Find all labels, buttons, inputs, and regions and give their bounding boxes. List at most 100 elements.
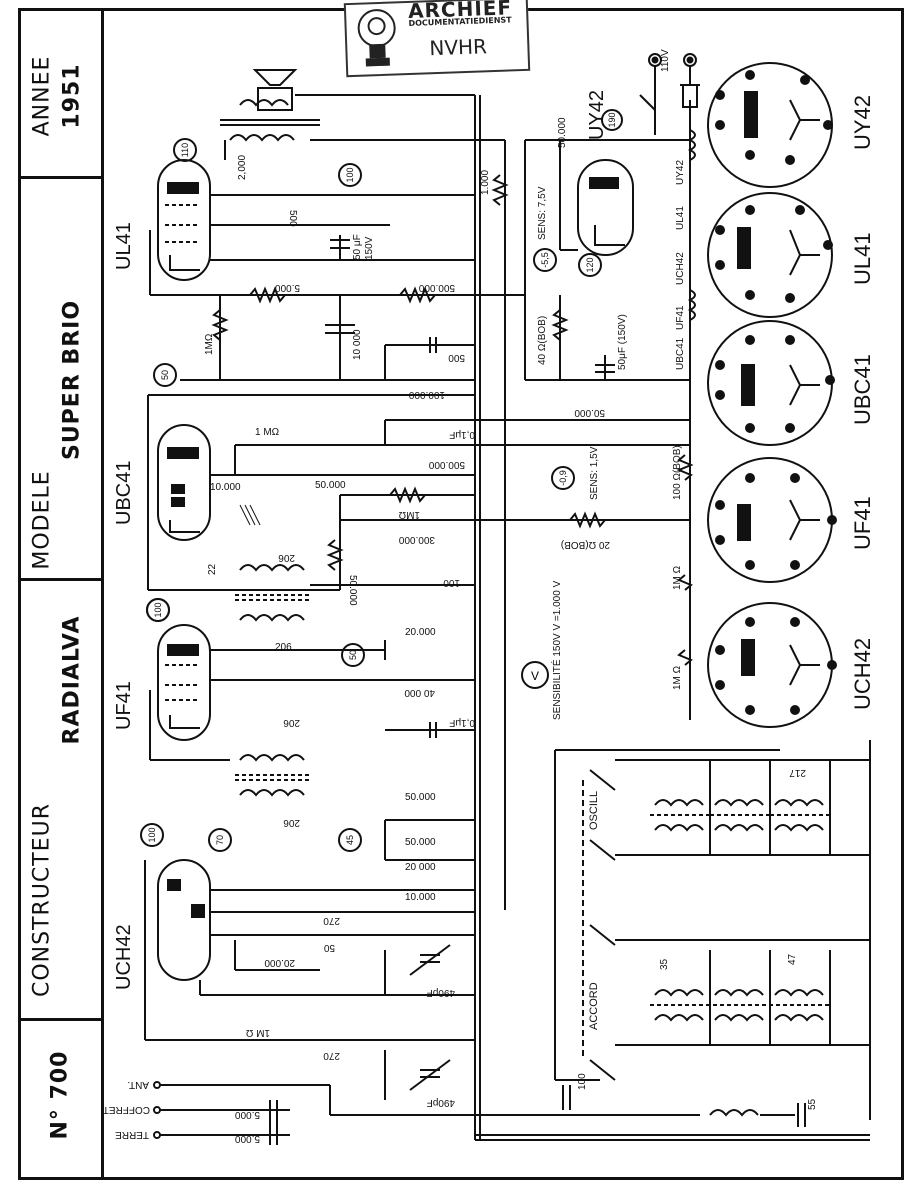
- component-value: 10.000: [405, 892, 436, 903]
- uch42-tube-icon: [157, 859, 211, 981]
- voltage-value: 50: [348, 650, 358, 660]
- sensitivity-note: SENS: 7,5V: [537, 186, 548, 240]
- component-value: 50μF (150V): [617, 314, 628, 370]
- voltage-value: 50: [160, 370, 170, 380]
- component-value: 20 Ω(BOB): [561, 539, 610, 550]
- socket-label: UBC41: [850, 354, 875, 425]
- component-value: 1M Ω: [672, 565, 683, 590]
- component-value: 490pF: [427, 1097, 455, 1108]
- sidebar-divider: [18, 1018, 104, 1021]
- component-value: 490pF: [427, 987, 455, 998]
- component-value: 500.000: [428, 459, 465, 470]
- socket-label: UL41: [850, 232, 875, 285]
- tube-label-ubc41: UBC41: [113, 461, 135, 525]
- component-value: 22: [207, 563, 218, 575]
- component-value: 50.000: [405, 792, 436, 803]
- component-value: 50 μF: [352, 234, 363, 260]
- component-value: 500.000: [418, 282, 455, 293]
- component-value: 0,1μF: [449, 429, 475, 440]
- speaker-icon: [252, 69, 298, 86]
- tube-label-ul41: UL41: [113, 222, 135, 270]
- component-value: 40 Ω(BOB): [537, 316, 548, 365]
- heater-label: UCH42: [675, 252, 686, 285]
- sidebar-divider: [18, 578, 104, 581]
- component-value: 1M Ω: [245, 1027, 270, 1038]
- component-value: 0,1μF: [449, 717, 475, 728]
- ul41-tube-icon: [157, 159, 211, 281]
- voltage-value: 45: [345, 835, 355, 845]
- component-value: 217: [789, 767, 806, 778]
- component-value: 55: [807, 1098, 818, 1110]
- component-value: 100: [577, 1073, 588, 1090]
- component-value: 1.000: [480, 170, 491, 195]
- component-value: 50.000: [405, 837, 436, 848]
- socket-label: UCH42: [850, 638, 875, 710]
- voltage-value: -0,9: [558, 470, 568, 486]
- heater-label: UBC41: [675, 337, 686, 370]
- tube-label-uy42: UY42: [586, 90, 608, 140]
- resistor-icon: [249, 286, 286, 304]
- voltage-badge: [173, 138, 197, 162]
- archive-stamp: ARCHIEF DOCUMENTATIEDIENST NVHR: [343, 0, 531, 78]
- component-value: 1 MΩ: [255, 427, 280, 438]
- tube-label-uf41: UF41: [113, 681, 135, 730]
- component-value: 150V: [364, 236, 375, 260]
- component-value: 100.000: [408, 389, 445, 400]
- component-value: 50.000: [315, 480, 346, 491]
- osc-coil-icon: [654, 799, 704, 807]
- component-value: 300.000: [398, 534, 435, 545]
- voltage-value: 120: [585, 257, 595, 272]
- component-value: 1M Ω: [672, 665, 683, 690]
- voltage-value: 190: [607, 112, 617, 127]
- voltage-value: -5,5: [540, 252, 550, 268]
- archive-logo-icon: [357, 9, 396, 67]
- socket-label: UF41: [850, 496, 875, 550]
- component-value: 5.000: [235, 1133, 260, 1144]
- heater-label: UF41: [675, 305, 686, 330]
- component-value: 206: [283, 817, 300, 828]
- component-value: 50.000: [557, 117, 568, 148]
- voltage-value: 100: [153, 602, 163, 617]
- band-switch-icon[interactable]: [589, 769, 616, 791]
- terminal-coffret: COFFRET: [103, 1104, 150, 1115]
- socket-uy42-icon: [707, 62, 833, 188]
- tube-label-uch42: UCH42: [113, 924, 135, 990]
- component-value: 500: [448, 352, 465, 363]
- component-value: 206: [278, 552, 295, 563]
- component-value: 1MΩ: [398, 509, 420, 520]
- component-value: 50.000: [347, 575, 358, 606]
- voltmeter-icon: [521, 661, 549, 689]
- heater-label: UY42: [675, 160, 686, 185]
- terminal-ant: ANT.: [127, 1079, 149, 1090]
- component-value: 206: [283, 717, 300, 728]
- output-transformer-icon: [229, 134, 295, 142]
- socket-pins: [715, 70, 837, 715]
- component-value: 50.000: [574, 407, 605, 418]
- voltmeter-label: V: [531, 669, 539, 683]
- voltage-value: 110: [180, 143, 190, 157]
- voltage-value: 100: [147, 827, 157, 842]
- mains-voltage: 110V: [660, 49, 671, 72]
- ubc41-tube-icon: [157, 424, 211, 541]
- component-value: 10 000: [352, 329, 363, 360]
- component-value: 20 000: [405, 862, 436, 873]
- voltage-value: 70: [215, 835, 225, 845]
- component-value: 270: [323, 915, 340, 926]
- socket-ul41-icon: [707, 192, 833, 318]
- component-value: 206: [275, 642, 292, 653]
- component-value: 47: [787, 953, 798, 965]
- component-value: 40 000: [404, 687, 435, 698]
- switch-label-oscill: OSCILL: [588, 791, 600, 830]
- component-value: 500: [287, 210, 298, 227]
- antenna-coil-icon: [654, 989, 704, 997]
- component-value: 20.000: [264, 957, 295, 968]
- socket-ubc41-icon: [707, 320, 833, 446]
- component-value: 10.000: [210, 482, 241, 493]
- sidebar-divider: [18, 176, 104, 179]
- uf41-tube-icon: [157, 624, 211, 741]
- switch-label-accord: ACCORD: [588, 982, 600, 1030]
- component-value: 35: [659, 958, 670, 970]
- component-value: 2,000: [237, 155, 248, 180]
- sensitivity-note: SENSIBILITÉ 150V V =1.000 V: [550, 580, 563, 720]
